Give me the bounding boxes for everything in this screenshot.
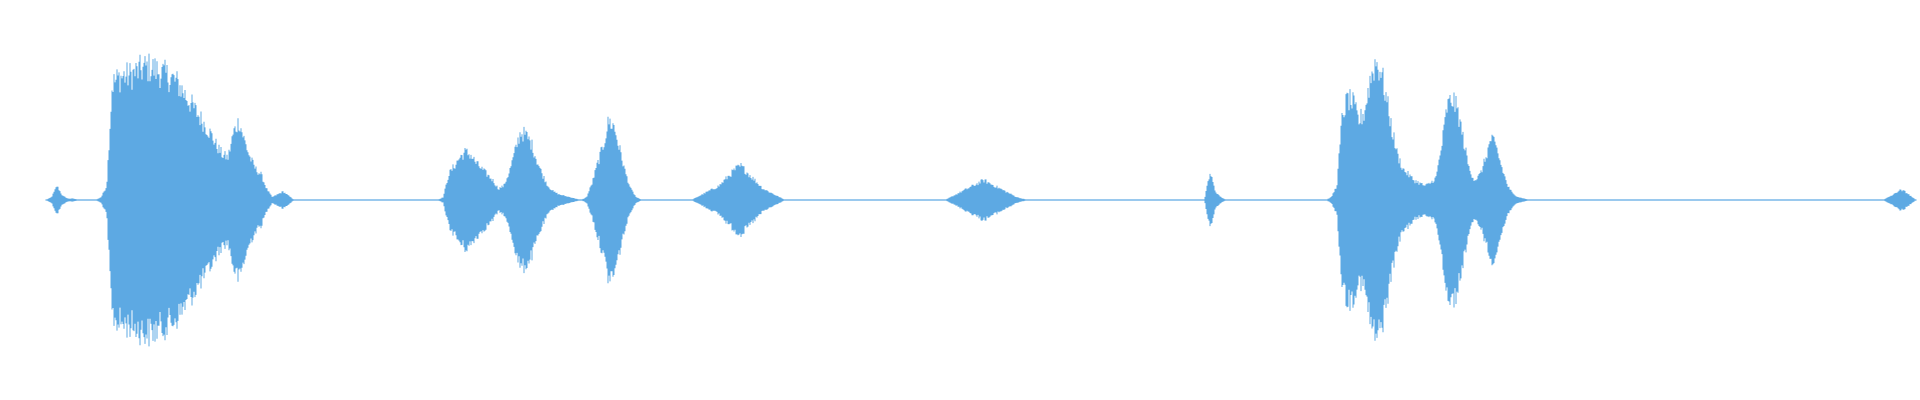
waveform [45, 53, 1917, 347]
waveform-canvas [45, 53, 1917, 347]
